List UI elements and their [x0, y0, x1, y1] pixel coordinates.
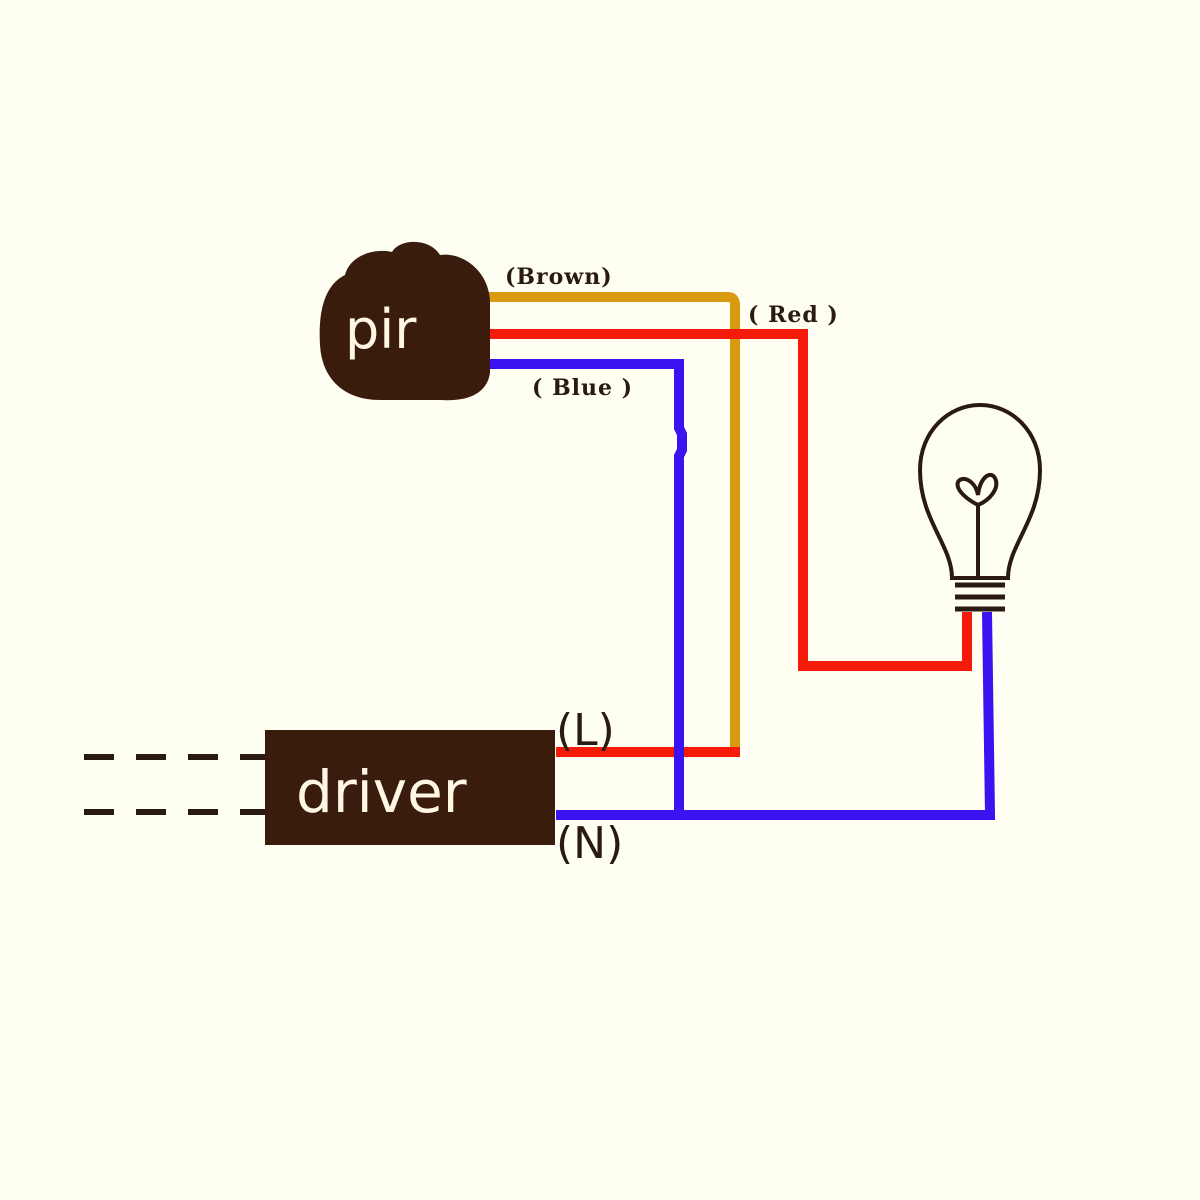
driver-block: driver — [265, 730, 555, 845]
light-bulb-icon — [917, 402, 1043, 612]
pir-label: pir — [345, 298, 417, 361]
wire-label-red: ( Red ) — [748, 302, 839, 328]
terminal-label-live: (L) — [556, 705, 615, 756]
pir-sensor: pir — [319, 241, 490, 401]
wire-blue-pir — [482, 359, 687, 815]
wire-brown — [484, 292, 740, 752]
wire-label-brown: (Brown) — [505, 264, 613, 290]
pir-body — [319, 241, 490, 401]
wire-label-blue: ( Blue ) — [532, 375, 633, 401]
driver-label: driver — [296, 758, 467, 826]
wire-red-pir-to-bulb — [482, 329, 972, 671]
terminal-label-neutral: (N) — [556, 818, 623, 869]
driver-body — [265, 730, 555, 845]
wire-blue-driver-neutral — [556, 611, 996, 820]
